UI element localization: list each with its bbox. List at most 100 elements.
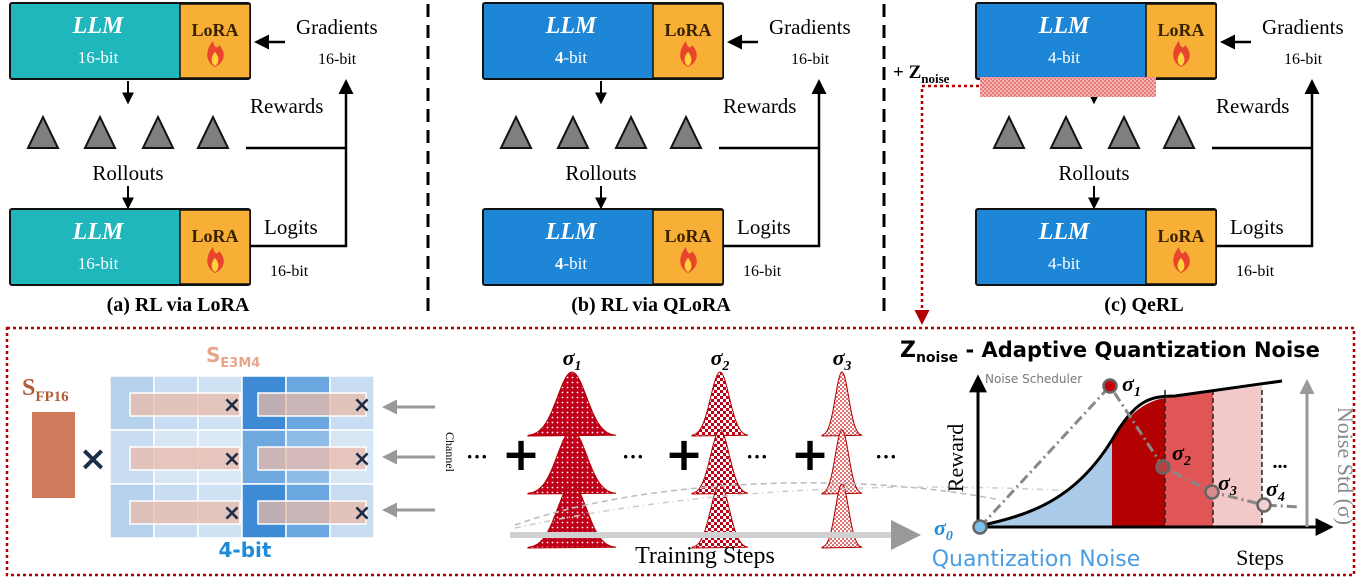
sigma-point-label: σ2 <box>1172 440 1191 469</box>
quantization-noise-label: Quantization Noise <box>932 547 1141 572</box>
logits-precision: 16-bit <box>1236 263 1275 280</box>
llm-label: LLM <box>545 13 598 39</box>
region-sigma3 <box>1165 392 1213 526</box>
multiply-icon: × <box>223 501 241 526</box>
sigma-point-4 <box>1256 497 1272 513</box>
plus-icon: + <box>502 427 541 481</box>
llm-block-top: LLM 16-bit LoRA <box>9 2 251 80</box>
flame-icon <box>680 41 697 67</box>
sigma-label: σ3 <box>833 345 852 374</box>
gaussian-curve <box>821 371 863 437</box>
reward-curve <box>978 379 1283 528</box>
chart-title: Znoise - Adaptive Quantization Noise <box>900 338 1320 366</box>
sigma-point-label: σ1 <box>1122 371 1141 400</box>
scale-e3m4-label: SE3M4 <box>206 343 260 371</box>
channel-label: Channel <box>443 432 457 473</box>
ellipsis: ··· <box>622 444 644 469</box>
noise-std-label: Noise Std (σ) <box>1333 407 1358 525</box>
sigma-label: σ2 <box>711 345 730 374</box>
flame-icon <box>207 247 224 273</box>
gradients-label: Gradients <box>296 15 378 39</box>
gradients-label: Gradients <box>769 15 851 39</box>
logits-precision: 16-bit <box>743 263 782 280</box>
precision-label: 16-bit <box>78 254 119 273</box>
region-quantization-noise <box>979 440 1112 526</box>
rollout-sample-icon <box>26 114 60 149</box>
panel-3: LLM4-bitLoRALLM4-bitLoRARolloutsGradient… <box>975 2 1344 316</box>
panel-1: LLM16-bitLoRALLM16-bitLoRARolloutsGradie… <box>9 2 378 316</box>
sigma-point-3 <box>1204 484 1220 500</box>
noise-chart: Znoise - Adaptive Quantization NoiseNois… <box>900 338 1358 572</box>
bottom-frame <box>5 326 1356 577</box>
sigma0-label: σ0 <box>934 515 953 544</box>
llm-label: LLM <box>72 13 125 39</box>
rollout-sample-icon <box>669 114 703 149</box>
precision-label: 4-bit <box>1048 254 1080 273</box>
lora-label: LoRA <box>191 20 238 40</box>
rollout-sample-icon <box>499 114 533 149</box>
sigma-point-label: σ4 <box>1266 476 1285 505</box>
sigma-point-label: σ3 <box>1218 470 1237 499</box>
rollout-sample-icon <box>556 114 590 149</box>
sigma-label: σ1 <box>563 345 582 374</box>
gaussian-curve <box>821 429 863 495</box>
lora-label: LoRA <box>1157 20 1204 40</box>
quantized-weight-grid: ×××××× <box>109 375 375 539</box>
flame-icon <box>680 247 697 273</box>
gaussian-curve <box>691 371 749 437</box>
multiply-icon: × <box>353 447 371 472</box>
rollout-sample-icon <box>614 114 648 149</box>
precision-label: 4-bit <box>555 254 587 273</box>
plus-icon: + <box>791 427 830 481</box>
panel-caption: (c) QeRL <box>1104 294 1183 316</box>
multiply-icon: × <box>223 393 241 418</box>
ellipsis: ··· <box>746 444 768 469</box>
multiply-icon: × <box>79 439 108 479</box>
multiply-icon: × <box>223 447 241 472</box>
rollout-sample-icon <box>1049 114 1083 149</box>
gradients-label: Gradients <box>1262 15 1344 39</box>
rewards-label: Rewards <box>723 94 796 118</box>
scale-fp16-label: SFP16 <box>22 375 69 405</box>
flame-icon <box>1173 247 1190 273</box>
ellipsis: ··· <box>875 444 897 469</box>
precision-label: 16-bit <box>78 48 119 67</box>
region-sigma2 <box>1112 398 1165 526</box>
llm-label: LLM <box>1038 13 1091 39</box>
gaussian-curve <box>527 429 617 495</box>
lora-label: LoRA <box>664 20 711 40</box>
llm-label: LLM <box>545 219 598 245</box>
rollouts-label: Rollouts <box>1058 161 1129 185</box>
rollout-sample-icon <box>141 114 175 149</box>
connector-line <box>514 486 1141 529</box>
y-axis-label: Reward <box>943 424 968 492</box>
lora-label: LoRA <box>1157 226 1204 246</box>
rollout-sample-icon <box>196 114 230 149</box>
logits-line <box>723 79 827 248</box>
rollouts-label: Rollouts <box>565 161 636 185</box>
scale-fp16-block <box>32 412 75 498</box>
logits-precision: 16-bit <box>270 263 309 280</box>
chart-ellipsis: ... <box>1273 451 1288 473</box>
lora-label: LoRA <box>664 226 711 246</box>
bit-label: 4-bit <box>219 538 272 562</box>
noise-injection-band <box>980 77 1156 97</box>
logits-line <box>250 79 354 248</box>
llm-block-bottom: LLM 4-bit LoRA <box>975 208 1217 286</box>
rewards-label: Rewards <box>250 94 323 118</box>
region-sigma4 <box>1213 386 1262 526</box>
panel-2: LLM4-bitLoRALLM4-bitLoRARolloutsGradient… <box>482 2 851 316</box>
sigma-point-1 <box>1102 378 1118 394</box>
noise-scheduler-label: Noise Scheduler <box>985 372 1082 386</box>
panel-caption: (b) RL via QLoRA <box>571 294 731 316</box>
sigma-point-0 <box>972 519 988 535</box>
llm-label: LLM <box>1038 219 1091 245</box>
connector-line <box>514 482 1001 526</box>
rewards-label: Rewards <box>1216 94 1289 118</box>
plus-icon: + <box>665 427 704 481</box>
flame-icon <box>207 41 224 67</box>
